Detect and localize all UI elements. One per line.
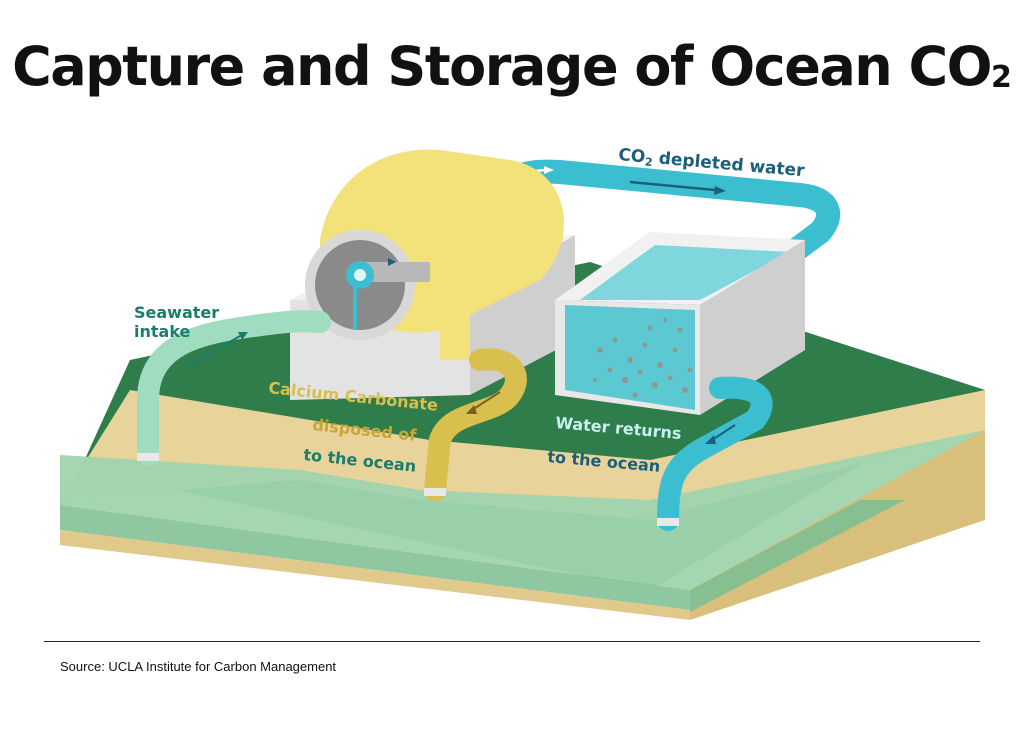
carbonate-arrow-icon [466, 405, 477, 414]
ocean-front [60, 505, 690, 610]
label-seawater-line1: Seawater [134, 303, 219, 322]
carbonate-particles [593, 318, 693, 398]
page-title: Capture and Storage of Ocean CO2 [0, 40, 1024, 94]
depleted-arrow-icon [714, 186, 726, 195]
source-note: Source: UCLA Institute for Carbon Manage… [60, 659, 337, 674]
pipe-arrow-icon [544, 166, 554, 174]
return-arrow-icon [705, 435, 716, 444]
title-main: Capture and Storage of Ocean CO [12, 35, 992, 98]
water-return-pipe [657, 376, 773, 531]
calcium-carbonate-pipe [424, 348, 527, 501]
drum-cylinder [305, 149, 564, 340]
intake-arrow-icon [238, 332, 248, 340]
ocean-layer [60, 430, 985, 590]
divider [44, 641, 980, 642]
settling-tank [555, 232, 805, 415]
title-subscript: 2 [991, 60, 1012, 95]
sand-front-bottom [60, 530, 690, 620]
drum-arrow-icon [388, 258, 396, 266]
cliff-ocean-side [690, 500, 905, 612]
seawater-intake-pipe [137, 310, 331, 466]
label-seawater-line2: intake [134, 322, 191, 341]
